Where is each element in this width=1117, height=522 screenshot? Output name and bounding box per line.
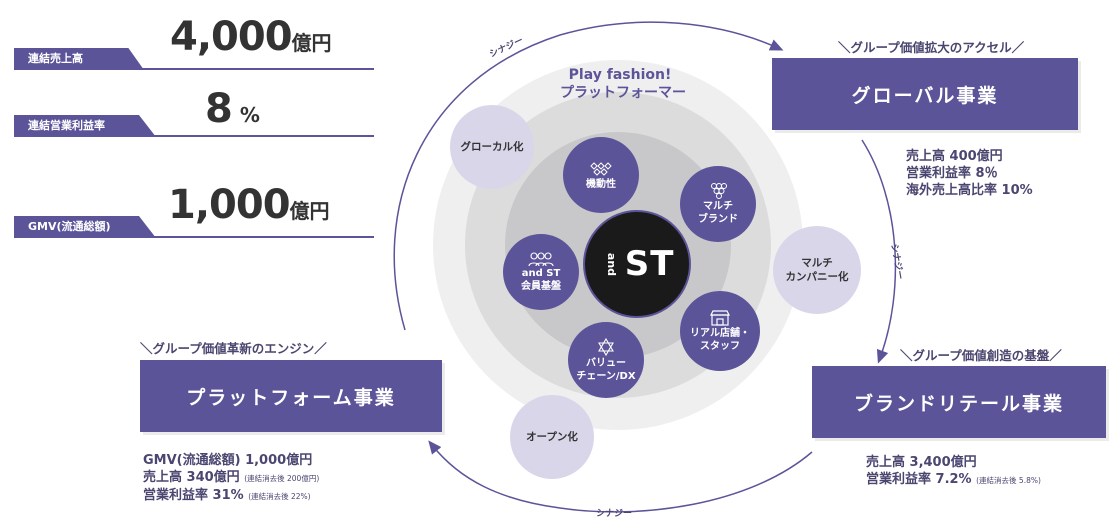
- global-stat-margin: 営業利益率 8％: [906, 166, 998, 181]
- brand-tagline: ＼グループ価値創造の基盤／: [900, 348, 1062, 363]
- platform-tagline: ＼グループ価値革新のエンジン／: [140, 341, 327, 356]
- platform-business-box: プラットフォーム事業: [140, 360, 442, 432]
- global-tagline: ＼グループ価値拡大のアクセル／: [838, 40, 1025, 55]
- kpi-value-gmv: 1,000億円: [168, 182, 330, 228]
- kpi-underline-gmv: [14, 236, 374, 238]
- platform-stat-sales: 売上高 340億円 (連結消去後 200億円): [143, 470, 320, 485]
- arc-right: [861, 139, 897, 364]
- diamonds-icon: [590, 161, 612, 176]
- store-icon: [710, 310, 730, 326]
- platform-stat-margin: 営業利益率 31% (連結消去後 22%): [143, 488, 311, 503]
- multi-brand-label-1: マルチ: [703, 201, 733, 212]
- people-icon: [528, 252, 554, 267]
- brand-stat-sales: 売上高 3,400億円: [866, 455, 977, 470]
- value-chain-label-1: バリュー: [586, 358, 626, 369]
- circle-open: オープン化: [510, 395, 594, 479]
- arc-top: [393, 21, 784, 331]
- multi-company-label-2: カンパニー化: [785, 271, 849, 283]
- brand-title: ブランドリテール事業: [853, 392, 1064, 415]
- kpi-underline-margin: [14, 135, 374, 137]
- kpi-label-gmv: GMV(流通総額): [14, 216, 156, 238]
- logo-st: ST: [624, 244, 675, 284]
- circle-glocal: グローカル化: [450, 105, 534, 189]
- global-stat-overseas: 海外売上高比率 10%: [906, 183, 1033, 198]
- circle-real-store: リアル店舗・ スタッフ: [680, 291, 760, 371]
- platformer-title-jp: プラットフォーマー: [560, 85, 686, 101]
- kpi-value-margin: 8%: [205, 86, 260, 132]
- glocal-label: グローカル化: [460, 141, 524, 153]
- logo-and: and: [604, 252, 618, 276]
- platformer-title: Play fashion! プラットフォーマー: [560, 66, 686, 102]
- kpi-label-margin: 連結営業利益率: [14, 115, 156, 137]
- global-stat-sales: 売上高 400億円: [906, 149, 1003, 164]
- real-store-label-1: リアル店舗・: [690, 328, 750, 339]
- platform-margin-note: (連結消去後 22%): [248, 492, 311, 501]
- platform-stat-gmv: GMV(流通総額) 1,000億円: [143, 453, 313, 468]
- brand-stats: 売上高 3,400億円 営業利益率 7.2% (連結消去後 5.8%): [866, 454, 1041, 489]
- global-stats: 売上高 400億円 営業利益率 8％ 海外売上高比率 10%: [906, 148, 1033, 199]
- global-title: グローバル事業: [851, 84, 999, 107]
- multi-company-label-1: マルチ: [801, 257, 833, 269]
- circle-multi-brand: マルチ ブランド: [680, 166, 756, 242]
- value-chain-label-2: チェーン/DX: [576, 371, 636, 382]
- brand-stat-margin: 営業利益率 7.2% (連結消去後 5.8%): [866, 472, 1041, 487]
- platform-stats: GMV(流通総額) 1,000億円 売上高 340億円 (連結消去後 200億円…: [143, 452, 319, 505]
- multi-brand-label-2: ブランド: [698, 214, 738, 225]
- brand-margin-note: (連結消去後 5.8%): [976, 476, 1041, 485]
- platform-sales-note: (連結消去後 200億円): [244, 474, 320, 483]
- kpi-value-sales: 4,000億円: [170, 14, 332, 60]
- platformer-title-en: Play fashion!: [568, 67, 672, 83]
- platform-title: プラットフォーム事業: [186, 386, 396, 409]
- synergy-label-bottom: シナジー: [596, 509, 633, 519]
- mobility-label: 機動性: [586, 178, 616, 190]
- global-business-box: グローバル事業: [772, 58, 1078, 130]
- circle-member: and ST 会員基盤: [503, 234, 579, 310]
- kpi-label-sales: 連結売上高: [14, 48, 144, 70]
- circle-value-chain: バリュー チェーン/DX: [568, 322, 644, 398]
- open-label: オープン化: [526, 431, 578, 443]
- member-label-2: 会員基盤: [521, 281, 561, 292]
- member-label-1: and ST: [521, 268, 561, 279]
- real-store-label-2: スタッフ: [700, 341, 740, 352]
- arc-bottom: [428, 440, 813, 513]
- circle-multi-company: マルチ カンパニー化: [773, 226, 861, 314]
- star-of-david-icon: [598, 337, 614, 357]
- circle-mobility: 機動性: [563, 137, 639, 213]
- brand-retail-box: ブランドリテール事業: [812, 366, 1106, 438]
- grapes-icon: [711, 183, 727, 199]
- kpi-underline-sales: [14, 68, 374, 70]
- and-st-logo: and ST: [583, 210, 691, 318]
